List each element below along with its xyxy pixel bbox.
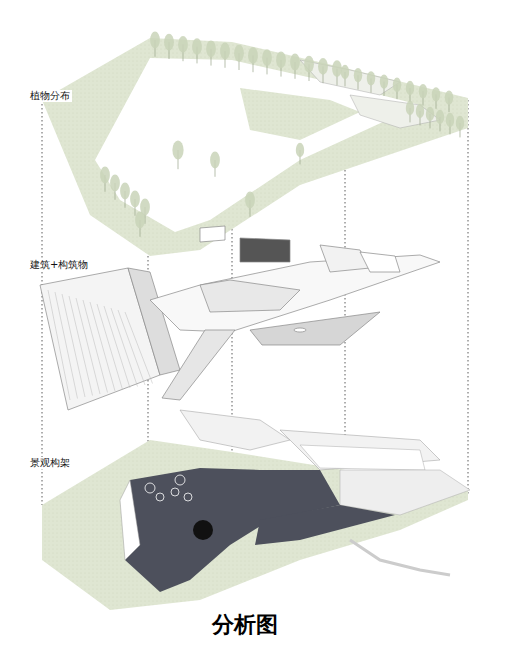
plant-layer [42, 32, 468, 256]
diagram-title: 分析图 [212, 610, 278, 640]
landscape-layer [42, 410, 470, 610]
layer-label: 植物分布 [28, 90, 72, 102]
layer-label: 建筑+构筑物 [28, 259, 90, 271]
layer-label: 景观构架 [28, 457, 72, 469]
building-layer [40, 226, 440, 410]
